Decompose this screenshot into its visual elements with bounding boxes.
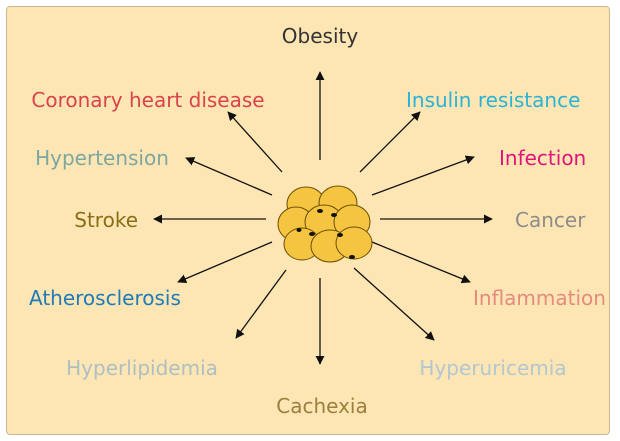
label-hyperlipidemia: Hyperlipidemia bbox=[66, 358, 218, 378]
arrow-coronary bbox=[228, 112, 282, 172]
label-hyperuricemia: Hyperuricemia bbox=[419, 358, 566, 378]
arrow-hyperlipidemia bbox=[236, 270, 286, 338]
arrow-atherosclerosis bbox=[178, 242, 272, 282]
fat-cell-cluster-icon bbox=[278, 186, 372, 262]
label-coronary-heart-disease: Coronary heart disease bbox=[31, 90, 264, 110]
label-atherosclerosis: Atherosclerosis bbox=[29, 288, 181, 308]
label-infection: Infection bbox=[499, 148, 586, 168]
label-inflammation: Inflammation bbox=[473, 288, 606, 308]
arrow-hyperuricemia bbox=[354, 268, 434, 340]
label-cancer: Cancer bbox=[515, 210, 585, 230]
label-cachexia: Cachexia bbox=[276, 396, 368, 416]
label-insulin-resistance: Insulin resistance bbox=[406, 90, 580, 110]
arrow-hypertension bbox=[186, 158, 272, 195]
label-stroke: Stroke bbox=[74, 210, 138, 230]
arrow-inflammation bbox=[372, 242, 470, 282]
arrow-insulin bbox=[360, 112, 420, 172]
label-hypertension: Hypertension bbox=[35, 148, 169, 168]
arrow-infection bbox=[372, 157, 474, 195]
label-obesity: Obesity bbox=[282, 26, 358, 46]
